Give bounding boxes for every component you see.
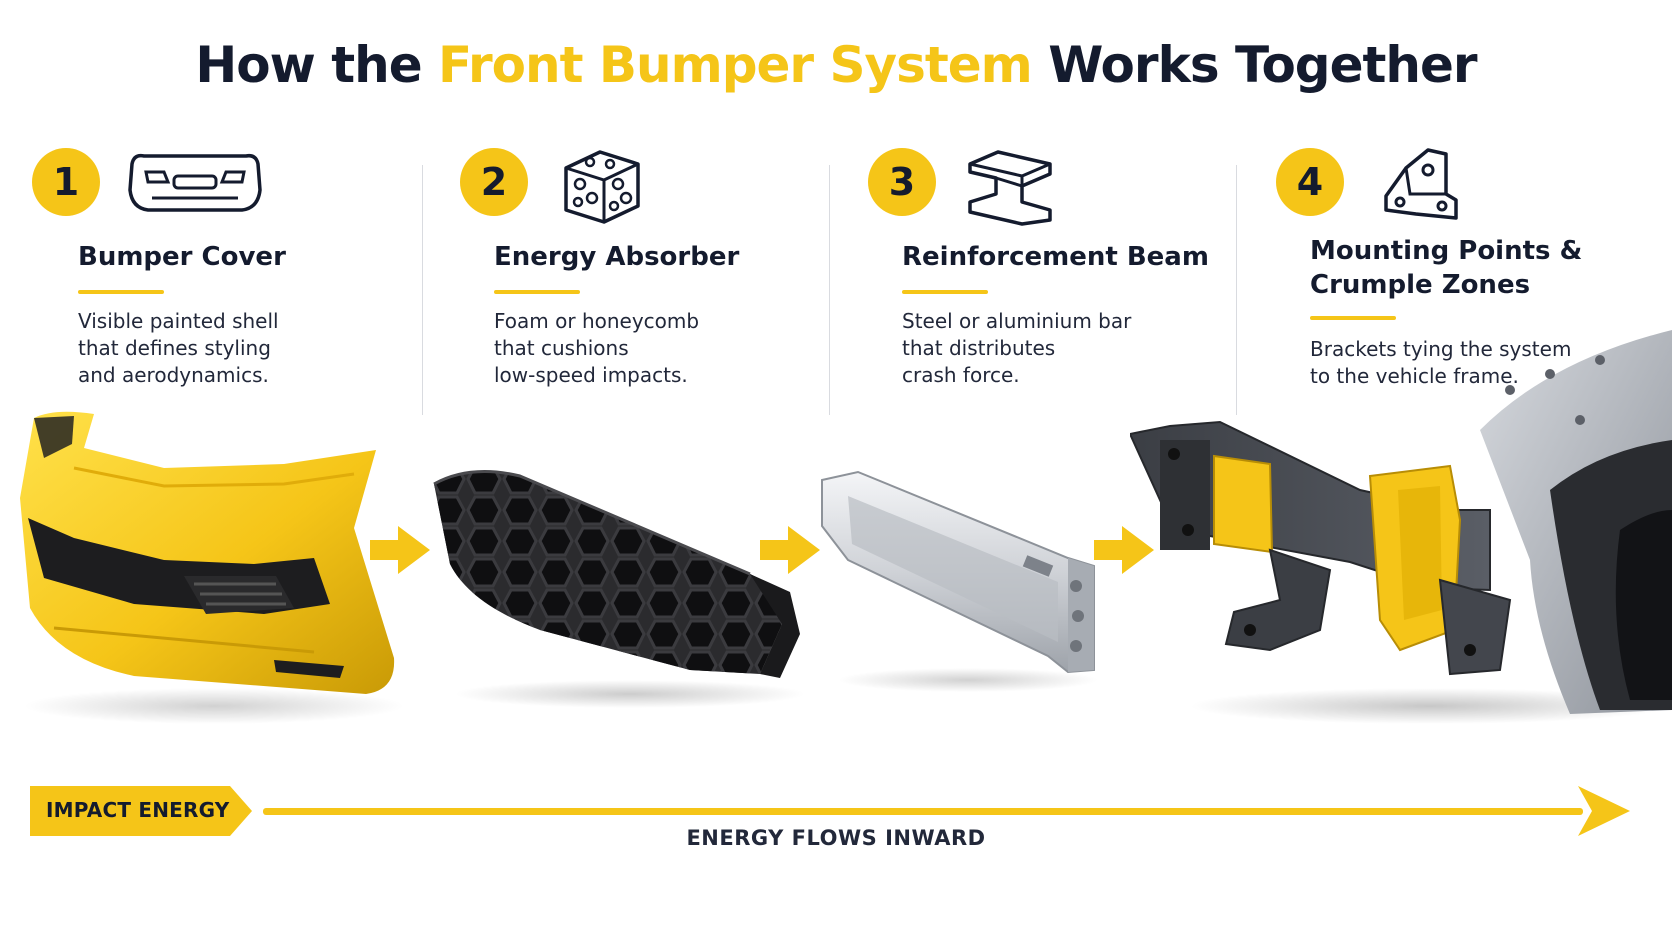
- arrow-right-icon: [760, 526, 820, 574]
- step-title-line: Crumple Zones: [1310, 270, 1531, 300]
- column-divider: [422, 165, 423, 415]
- i-beam-icon: [968, 150, 1052, 226]
- bumper-outline-icon: [128, 153, 262, 212]
- title-highlight: Front Bumper System: [438, 36, 1033, 94]
- title-underline: [902, 290, 988, 294]
- desc-line: Brackets tying the system: [1310, 337, 1572, 361]
- title-underline: [494, 290, 580, 294]
- flow-arrowhead-icon: [1578, 786, 1630, 836]
- energy-flow-caption: ENERGY FLOWS INWARD: [686, 826, 986, 850]
- chassis-crumple-zone-illustration: [1130, 330, 1672, 724]
- step-number-badge: 2: [460, 148, 528, 216]
- desc-line: Foam or honeycomb: [494, 309, 700, 333]
- reinforcement-beam-illustration: [821, 470, 1098, 692]
- step-title: Energy Absorber: [494, 242, 740, 272]
- impact-energy-label: IMPACT ENERGY: [46, 798, 230, 822]
- desc-line: that defines styling: [78, 336, 271, 360]
- title-underline: [78, 290, 164, 294]
- arrow-right-icon: [370, 526, 430, 574]
- desc-line: crash force.: [902, 363, 1020, 387]
- foam-cube-icon: [564, 150, 640, 224]
- title-underline: [1310, 316, 1396, 320]
- step-title: Bumper Cover: [78, 242, 286, 272]
- step-description: Foam or honeycomb that cushions low-spee…: [494, 308, 794, 389]
- step-number-badge: 3: [868, 148, 936, 216]
- arrow-right-icon: [1094, 526, 1154, 574]
- title-prefix: How the: [195, 36, 439, 94]
- desc-line: Visible painted shell: [78, 309, 279, 333]
- desc-line: and aerodynamics.: [78, 363, 269, 387]
- desc-line: to the vehicle frame.: [1310, 364, 1519, 388]
- step-title-line: Mounting Points &: [1310, 236, 1583, 266]
- title-suffix: Works Together: [1031, 36, 1477, 94]
- desc-line: that cushions: [494, 336, 629, 360]
- step-description: Visible painted shell that defines styli…: [78, 308, 378, 389]
- bumper-cover-illustration: [20, 411, 404, 724]
- energy-absorber-illustration: [433, 470, 805, 708]
- step-title: Reinforcement Beam: [902, 242, 1209, 272]
- step-number-badge: 4: [1276, 148, 1344, 216]
- column-divider: [829, 165, 830, 415]
- step-description: Steel or aluminium bar that distributes …: [902, 308, 1202, 389]
- energy-flow-line: [263, 808, 1583, 815]
- page-title: How the Front Bumper System Works Togeth…: [0, 36, 1672, 94]
- desc-line: that distributes: [902, 336, 1056, 360]
- bracket-icon: [1384, 148, 1458, 220]
- step-description: Brackets tying the system to the vehicle…: [1310, 336, 1630, 390]
- desc-line: low-speed impacts.: [494, 363, 688, 387]
- step-title: Mounting Points & Crumple Zones: [1310, 234, 1650, 302]
- column-divider: [1236, 165, 1237, 415]
- impact-energy-tag: [30, 786, 252, 836]
- step-number-badge: 1: [32, 148, 100, 216]
- desc-line: Steel or aluminium bar: [902, 309, 1132, 333]
